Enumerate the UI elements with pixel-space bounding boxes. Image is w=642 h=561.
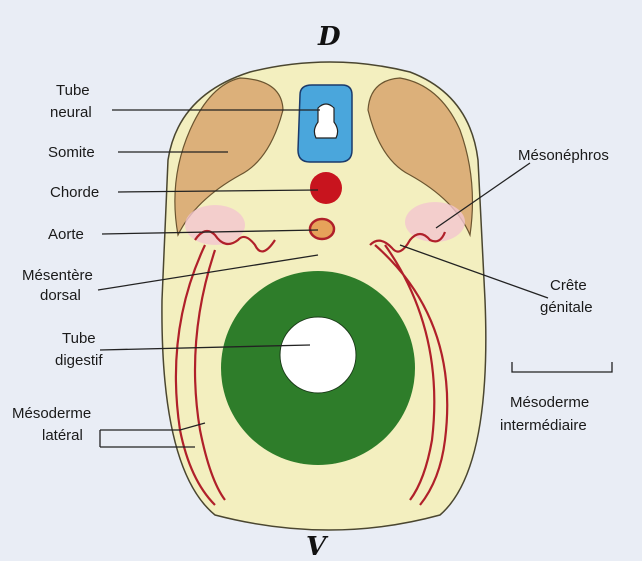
leader-crete-genitale — [399, 244, 549, 299]
label-mesoderme-lateral-2: latéral — [42, 427, 83, 444]
mesonephros-glow-left — [185, 205, 245, 245]
label-crete-genitale-1: Crête — [550, 277, 587, 294]
leader-mesonephros — [435, 162, 531, 229]
mesoderm-lateral-left — [174, 244, 226, 506]
dorsal-label: D — [317, 22, 341, 52]
aorta — [308, 217, 336, 241]
label-tube-digestif-1: Tube — [62, 330, 96, 347]
neural-canal — [313, 103, 339, 139]
label-chorde: Chorde — [50, 184, 99, 201]
label-mesoderme-lateral-1: Mésoderme — [12, 405, 91, 422]
mesonephros-glow-right — [405, 202, 465, 242]
leader-aorte — [101, 229, 319, 235]
leader-chorde — [117, 189, 319, 193]
label-mesonephros: Mésonéphros — [518, 147, 609, 164]
label-somite: Somite — [48, 144, 95, 161]
label-mesentere-1: Mésentère — [22, 267, 93, 284]
label-crete-genitale-2: génitale — [540, 299, 593, 316]
leader-mesentere — [97, 254, 319, 291]
leader-mesoderme-lateral — [99, 422, 206, 448]
label-mesentere-2: dorsal — [40, 287, 81, 304]
label-tube-neural-2: neural — [50, 104, 92, 121]
somite-left — [174, 77, 284, 237]
gut-lumen — [279, 316, 357, 394]
ventral-label: V — [306, 532, 329, 561]
notochord — [310, 172, 342, 204]
leader-tube-digestif — [99, 344, 311, 351]
label-mesoderme-intermediaire-2: intermédiaire — [500, 417, 587, 434]
label-tube-digestif-2: digestif — [55, 352, 103, 369]
mesoderm-lateral-right — [374, 244, 449, 506]
genital-ridge-right — [369, 231, 447, 253]
bracket-mesoderme-intermediaire — [511, 362, 613, 373]
label-aorte: Aorte — [48, 226, 84, 243]
label-mesoderme-intermediaire-1: Mésoderme — [510, 394, 589, 411]
label-tube-neural-1: Tube — [56, 82, 90, 99]
